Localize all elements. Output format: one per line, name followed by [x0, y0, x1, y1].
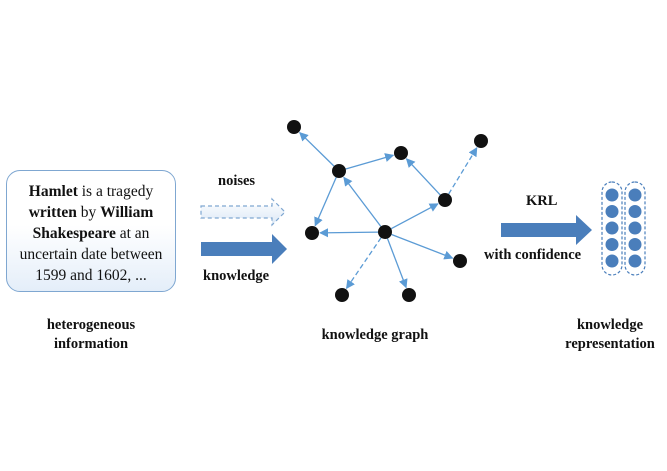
text-line-3: Shakespeare at an — [7, 223, 175, 244]
representation-label-line2: representation — [565, 336, 655, 352]
vector-cell-1-3 — [605, 221, 619, 235]
entity-shakespeare: Shakespeare — [32, 225, 116, 242]
graph-node-n1 — [287, 120, 301, 134]
graph-edge-n7-n6 — [390, 203, 439, 230]
vector-cell-2-1 — [628, 188, 642, 202]
representation-label-line1: knowledge — [576, 317, 644, 333]
graph-edge-n7-n3 — [343, 176, 382, 227]
graph-node-n3 — [332, 164, 346, 178]
relation-written: written — [28, 204, 77, 221]
graph-edge-n6-n4 — [448, 147, 478, 195]
text-line-4: uncertain date between — [19, 246, 163, 263]
knowledge-graph-label: knowledge graph — [321, 327, 429, 343]
graph-node-n8 — [335, 288, 349, 302]
graph-edge-n7-n10 — [391, 233, 454, 260]
graph-node-n4 — [474, 134, 488, 148]
knowledge-arrow — [201, 234, 287, 264]
graph-node-n9 — [402, 288, 416, 302]
vector-cell-2-5 — [628, 254, 642, 268]
graph-edge-n7-n9 — [386, 238, 408, 289]
text-line-5: 1599 and 1602, ... — [35, 267, 147, 284]
graph-nodes — [287, 120, 488, 302]
krl-label: KRL — [526, 193, 558, 209]
noises-arrow — [200, 197, 286, 227]
vector-cell-1-2 — [605, 205, 619, 218]
graph-node-n2 — [394, 146, 408, 160]
vector-cell-1-1 — [605, 188, 619, 202]
graph-edges — [299, 131, 478, 290]
knowledge-label: knowledge — [203, 268, 270, 284]
entity-william: William — [100, 204, 154, 221]
vector-cell-2-2 — [628, 205, 642, 218]
with-confidence-label: with confidence — [484, 247, 582, 263]
heterogeneous-label-line2: information — [53, 336, 129, 352]
heterogeneous-label-line1: heterogeneous — [46, 317, 136, 333]
text-fragment: is a tragedy — [77, 183, 154, 200]
graph-edge-n7-n5 — [319, 228, 379, 238]
graph-edge-n3-n5 — [314, 177, 337, 227]
text-fragment: at an — [115, 225, 150, 242]
graph-node-n6 — [438, 193, 452, 207]
vector-column-2 — [624, 181, 646, 276]
graph-edge-n6-n2 — [405, 158, 441, 196]
graph-node-n7 — [378, 225, 392, 239]
vector-cell-2-3 — [628, 221, 642, 235]
vector-cell-1-5 — [605, 254, 619, 268]
heterogeneous-text-box: Hamlet is a tragedy written by William S… — [6, 170, 176, 292]
entity-hamlet: Hamlet — [28, 183, 78, 200]
vector-cell-1-4 — [605, 238, 619, 251]
text-fragment: by — [76, 204, 101, 221]
graph-edge-n3-n2 — [345, 153, 395, 170]
vector-cell-2-4 — [628, 238, 642, 251]
knowledge-vectors — [601, 181, 646, 276]
vector-column-1 — [601, 181, 623, 276]
noises-label: noises — [218, 173, 256, 189]
graph-node-n10 — [453, 254, 467, 268]
graph-node-n5 — [305, 226, 319, 240]
graph-edge-n3-n1 — [299, 131, 335, 167]
text-line-2: written by William — [7, 202, 175, 223]
text-line-1: Hamlet is a tragedy — [7, 181, 175, 202]
krl-arrow — [501, 215, 592, 245]
graph-edge-n7-n8 — [345, 237, 382, 290]
